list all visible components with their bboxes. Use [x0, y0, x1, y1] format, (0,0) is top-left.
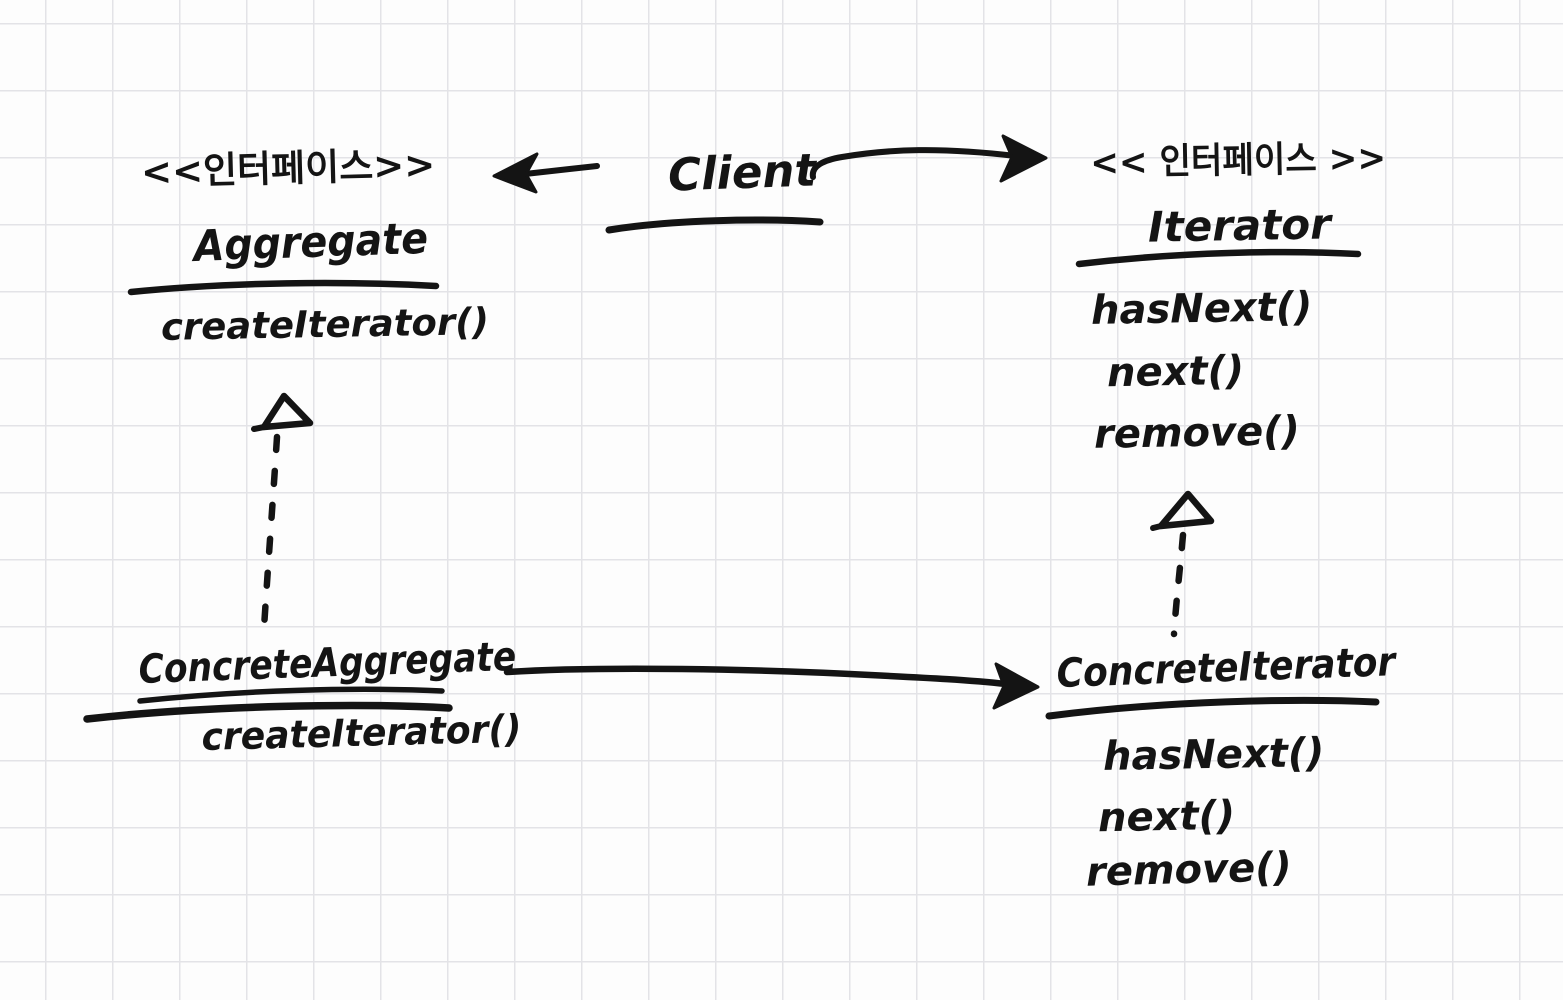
concrete-iterator-underline [1045, 696, 1380, 720]
concrete-iterator-realization-arrow [1150, 490, 1215, 638]
iterator-name-underline [1075, 248, 1362, 268]
concrete-iterator-method-remove: remove() [1085, 844, 1293, 896]
client-underline [605, 216, 824, 234]
concrete-aggregate-to-concrete-iterator-arrow [503, 662, 1040, 710]
aggregate-class-name: Aggregate [192, 213, 429, 272]
concrete-iterator-method-hasnext: hasNext() [1102, 730, 1325, 780]
aggregate-method-create-iterator: createIterator() [160, 300, 490, 349]
client-label: Client [667, 143, 817, 202]
iterator-method-next: next() [1106, 347, 1245, 397]
iterator-class-name: Iterator [1147, 199, 1332, 252]
client-to-iterator-arrow [809, 134, 1048, 183]
iterator-method-remove: remove() [1093, 408, 1301, 458]
iterator-stereotype: << 인터페이스 >> [1089, 137, 1387, 184]
client-to-aggregate-arrow [492, 152, 600, 194]
concrete-iterator-method-next: next() [1097, 792, 1236, 842]
aggregate-stereotype: <<인터페이스>> [140, 143, 436, 194]
concrete-aggregate-method-create-iterator: createIterator() [200, 706, 522, 759]
concrete-aggregate-realization-arrow [251, 392, 314, 632]
concrete-aggregate-underlines [83, 686, 453, 723]
aggregate-name-underline [127, 279, 440, 296]
iterator-method-hasnext: hasNext() [1090, 284, 1313, 334]
concrete-iterator-class-name: ConcreteIterator [1055, 639, 1396, 697]
